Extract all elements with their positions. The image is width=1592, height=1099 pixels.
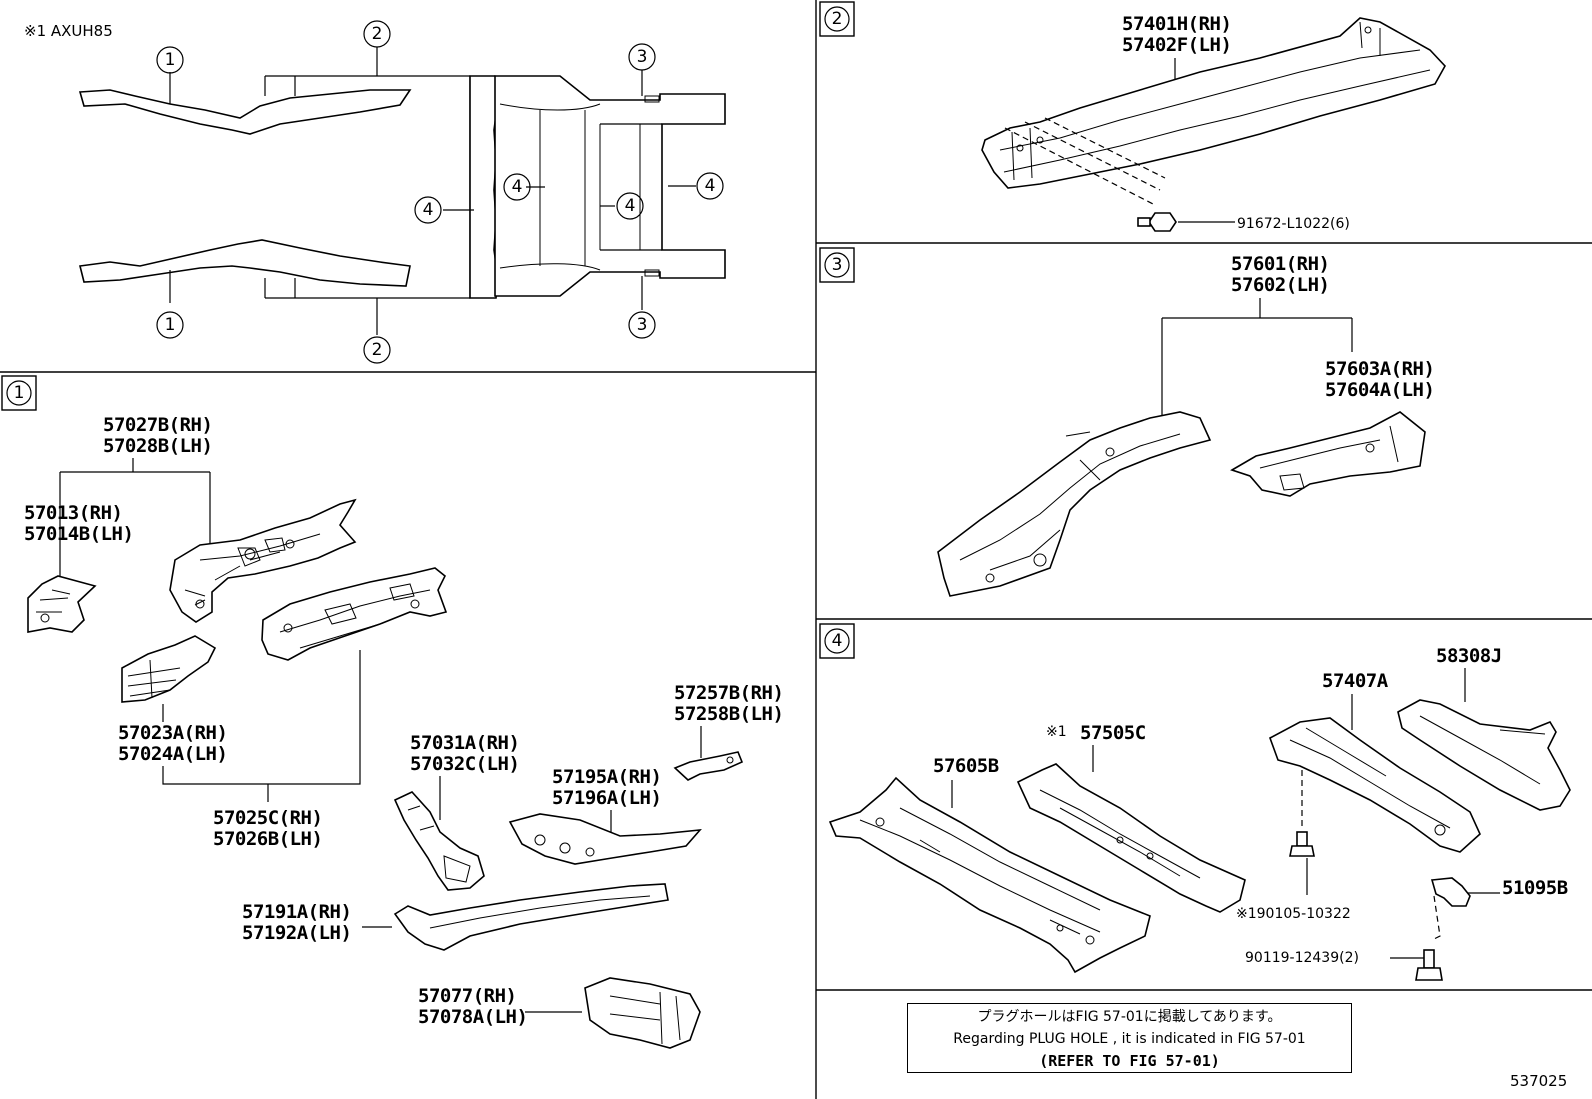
label-57407: 57407A (1322, 670, 1389, 692)
label-57191: 57191A(RH) (242, 901, 351, 923)
svg-text:2: 2 (372, 24, 383, 44)
label-57025: 57025C(RH) (213, 807, 322, 829)
section-1: 57027B(RH) 57028B(LH) 57013(RH) 57014B(L… (24, 414, 784, 1049)
bolt-90105 (1289, 831, 1315, 857)
callout-4-c: 4 (616, 192, 644, 220)
label-57023: 57023A(RH) (118, 722, 227, 744)
label-57031: 57031A(RH) (410, 732, 519, 754)
label-57602: 57602(LH) (1231, 274, 1329, 296)
label-57195: 57195A(RH) (552, 766, 661, 788)
section-2: 57401H(RH) 57402F(LH) 91672-L1022(6) (981, 13, 1446, 232)
label-57603: 57603A(RH) (1325, 358, 1434, 380)
label-57027: 57027B(RH) (103, 414, 212, 436)
variant-note: ※1 AXUH85 (24, 22, 113, 40)
figure-number: 537025 (1510, 1072, 1568, 1090)
callout-4-d: 4 (696, 172, 724, 200)
callout-1-lower: 1 (156, 311, 184, 339)
section-box-4: 4 (819, 623, 855, 659)
callout-3-lower: 3 (628, 311, 656, 339)
label-57078: 57078A(LH) (418, 1006, 527, 1028)
label-57028: 57028B(LH) (103, 435, 212, 457)
label-57024: 57024A(LH) (118, 743, 227, 765)
callout-3-upper: 3 (628, 43, 656, 71)
svg-text:1: 1 (165, 50, 176, 70)
callout-2-upper: 2 (363, 20, 391, 48)
label-57401: 57401H(RH) (1122, 13, 1231, 35)
label-57605: 57605B (933, 755, 999, 777)
svg-text:3: 3 (637, 315, 648, 335)
label-57505: 57505C (1080, 722, 1146, 744)
section-box-3: 3 (819, 247, 855, 283)
label-57604: 57604A(LH) (1325, 379, 1434, 401)
callout-4-a: 4 (414, 196, 442, 224)
svg-text:3: 3 (832, 255, 843, 275)
svg-text:1: 1 (165, 315, 176, 335)
bolt-91672 (1137, 212, 1177, 232)
label-57192: 57192A(LH) (242, 922, 351, 944)
svg-text:3: 3 (637, 47, 648, 67)
label-57258: 57258B(LH) (674, 703, 783, 725)
svg-text:4: 4 (705, 176, 716, 196)
callout-4-b: 4 (503, 173, 531, 201)
section-box-1: 1 (1, 375, 37, 411)
section-3: 57601(RH) 57602(LH) 57603A(RH) 57604A(LH… (937, 253, 1435, 597)
label-91672: 91672-L1022(6) (1237, 216, 1350, 232)
label-57032: 57032C(LH) (410, 753, 519, 775)
label-57013: 57013(RH) (24, 502, 122, 524)
svg-text:4: 4 (423, 200, 434, 220)
label-57601: 57601(RH) (1231, 253, 1329, 275)
label-90105: ※190105-10322 (1236, 906, 1351, 922)
overview-floor-layout: 1 1 2 2 3 3 4 4 4 4 (78, 20, 726, 364)
section-box-2: 2 (819, 1, 855, 37)
plug-hole-note: プラグホールはFIG 57-01に掲載してあります。 Regarding PLU… (907, 1003, 1352, 1073)
label-57196: 57196A(LH) (552, 787, 661, 809)
note-line-en: Regarding PLUG HOLE , it is indicated in… (953, 1031, 1306, 1047)
label-58308: 58308J (1436, 645, 1502, 667)
label-57014: 57014B(LH) (24, 523, 133, 545)
note-line-ref: (REFER TO FIG 57-01) (1039, 1052, 1220, 1070)
label-57505-mark: ※1 (1046, 724, 1067, 740)
label-51095: 51095B (1502, 877, 1568, 899)
label-90119: 90119-12439(2) (1245, 950, 1359, 966)
callout-1-upper: 1 (156, 46, 184, 74)
svg-text:4: 4 (832, 631, 843, 651)
section-4: 57605B ※1 57505C 57407A 58308J ※190105-1… (828, 645, 1571, 981)
svg-text:1: 1 (14, 383, 25, 403)
label-57026: 57026B(LH) (213, 828, 322, 850)
label-57257: 57257B(RH) (674, 682, 783, 704)
svg-text:4: 4 (512, 177, 523, 197)
svg-text:2: 2 (372, 340, 383, 360)
bolt-90119 (1415, 949, 1443, 981)
svg-text:4: 4 (625, 196, 636, 216)
label-57077: 57077(RH) (418, 985, 516, 1007)
label-57402: 57402F(LH) (1122, 34, 1231, 56)
svg-text:2: 2 (832, 9, 843, 29)
note-line-jp: プラグホールはFIG 57-01に掲載してあります。 (977, 1009, 1282, 1025)
callout-2-lower: 2 (363, 336, 391, 364)
